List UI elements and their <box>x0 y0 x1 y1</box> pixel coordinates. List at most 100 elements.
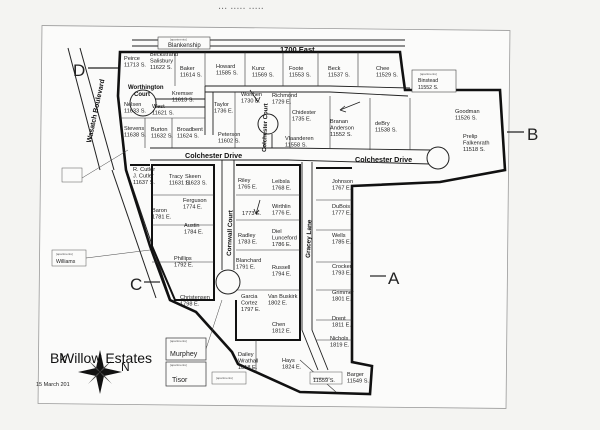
marker-a: A <box>388 269 400 288</box>
apartments-label-2: [apartments] <box>420 72 437 76</box>
section-markers: D B C A <box>73 61 538 294</box>
apartments-label-1: [apartments] <box>170 38 187 42</box>
apartments-label-5: [apartments] <box>170 363 187 367</box>
road-colchester-b <box>150 159 431 165</box>
colchester-court-road <box>263 134 273 148</box>
apartments-label-7: [apartments] <box>313 376 330 380</box>
road-upper-loop-a <box>205 85 411 89</box>
marker-d: D <box>73 61 85 80</box>
blankenship-box <box>157 36 211 50</box>
paper-sheet <box>37 25 511 409</box>
lot-lines <box>120 52 411 393</box>
colchester-court-cul-de-sac <box>257 113 279 135</box>
worthington-cul-de-sac <box>129 89 157 117</box>
gracey-road <box>301 162 329 371</box>
marker-b: B <box>527 125 538 144</box>
cornwall-cul-de-sac <box>215 269 241 295</box>
block-outlines <box>130 164 352 341</box>
direction-arrows <box>249 89 361 215</box>
cornwall-road <box>221 160 235 270</box>
worthington-road <box>155 98 205 108</box>
header-scrawl: ... ..... ..... <box>218 0 264 12</box>
street-colchester-court: Colchester Court <box>262 103 270 152</box>
street-cornwall: Cornwall Court <box>226 209 235 256</box>
tisor-label: Tisor <box>172 377 188 384</box>
street-worthington-1: Worthington <box>128 85 164 91</box>
lot-lot1773: 1773 E. <box>242 211 262 217</box>
binstead-box <box>411 69 457 93</box>
apartments-label-6: [apartments] <box>216 376 233 380</box>
street-1700-east: 1700 East <box>280 45 315 54</box>
lot-lot11559: 11559 S. <box>313 378 335 384</box>
bottom-apartment-box-1 <box>211 371 247 385</box>
street-colchester-right: Colchester Drive <box>355 155 412 164</box>
street-colchester-left: Colchester Drive <box>185 151 242 160</box>
tisor-box <box>165 361 207 387</box>
binstead-line2: 11552 S. <box>418 85 438 91</box>
compass-rose <box>78 350 122 394</box>
blankenship-label: Blankenship <box>168 43 201 49</box>
map-title: Willow Estates <box>61 350 152 366</box>
apartments-label-4: [apartments] <box>170 339 187 343</box>
map-date: 15 March 201 <box>36 382 70 388</box>
compass-n: N <box>121 360 130 374</box>
colchester-cul-de-sac <box>426 146 450 170</box>
street-worthington-2: Court <box>134 92 150 98</box>
title-prefix: Bk <box>50 350 67 366</box>
left-apartment-box <box>61 167 83 183</box>
apartments-label-3: [apartments] <box>56 252 73 256</box>
murphey-label: Murphey <box>170 351 198 358</box>
binstead-line1: Binstead <box>418 78 438 84</box>
